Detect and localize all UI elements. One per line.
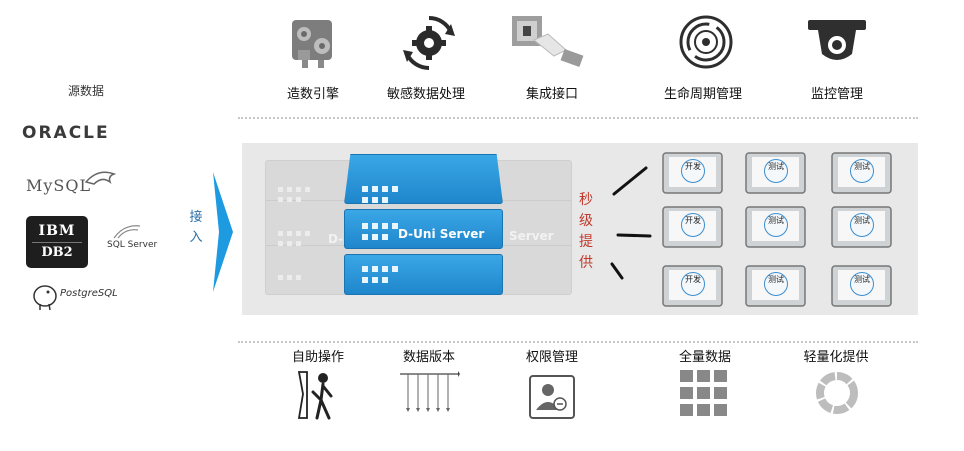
grid-data-icon xyxy=(680,370,730,424)
mysql-logo: MySQL xyxy=(26,176,92,195)
provide-label: 秒级提供 xyxy=(579,192,593,271)
bottom-label-full-data: 全量数据 xyxy=(678,350,732,365)
feature-label-engine: 造数引擎 xyxy=(286,87,340,102)
server-back-left-text: D- xyxy=(328,232,344,246)
bottom-label-self-service: 自助操作 xyxy=(291,350,345,365)
device-label: 开发 xyxy=(681,272,705,296)
device-r2-c1: 开发 xyxy=(662,206,723,248)
provide-rays xyxy=(610,166,652,280)
self-service-icon xyxy=(295,370,343,426)
access-label: 接入 xyxy=(189,210,203,245)
device-r1-c3: 测试 xyxy=(831,152,892,194)
device-r2-c2: 测试 xyxy=(745,206,806,248)
camera-monitor-icon xyxy=(806,10,870,76)
bottom-label-data-version: 数据版本 xyxy=(402,350,456,365)
postgresql-logo: PostgreSQL xyxy=(60,288,118,299)
device-label: 开发 xyxy=(681,213,705,237)
device-label: 测试 xyxy=(764,272,788,296)
gear-cycle-icon xyxy=(397,10,461,76)
sqlserver-logo: SQL Server xyxy=(107,240,158,250)
engine-icon xyxy=(280,10,344,76)
bottom-label-permission: 权限管理 xyxy=(525,350,579,365)
device-r3-c2: 测试 xyxy=(745,265,806,307)
device-label: 测试 xyxy=(850,159,874,183)
ring-icon xyxy=(814,370,860,420)
feature-label-interface: 集成接口 xyxy=(525,87,579,102)
sqlserver-icon xyxy=(112,222,142,244)
permission-user-icon xyxy=(528,374,576,424)
server-back-right-text: Server xyxy=(509,229,554,243)
device-label: 开发 xyxy=(681,159,705,183)
bottom-label-lightweight: 轻量化提供 xyxy=(803,350,869,365)
device-r3-c1: 开发 xyxy=(662,265,723,307)
device-label: 测试 xyxy=(850,272,874,296)
server-title: D-Uni Server xyxy=(398,227,485,241)
oracle-logo: ORACLE xyxy=(22,123,110,143)
device-r3-c3: 测试 xyxy=(831,265,892,307)
plug-socket-icon xyxy=(508,10,584,76)
dolphin-icon xyxy=(84,168,120,196)
device-r1-c2: 测试 xyxy=(745,152,806,194)
source-data-title: 源数据 xyxy=(68,84,105,98)
bottom-divider xyxy=(238,341,918,343)
db2-text: DB2 xyxy=(32,242,82,260)
device-r1-c1: 开发 xyxy=(662,152,723,194)
feature-label-lifecycle: 生命周期管理 xyxy=(663,87,743,102)
device-label: 测试 xyxy=(764,159,788,183)
feature-label-sensitive: 敏感数据处理 xyxy=(386,87,466,102)
top-divider xyxy=(238,117,918,119)
d-uni-server: D-Uni Server xyxy=(344,154,503,295)
feature-label-monitor: 监控管理 xyxy=(810,87,864,102)
device-label: 测试 xyxy=(764,213,788,237)
concentric-circle-icon xyxy=(674,10,738,76)
access-arrow xyxy=(213,172,235,296)
elephant-icon xyxy=(30,282,60,316)
ibm-db2-logo: IBM DB2 xyxy=(26,216,88,268)
ibm-text: IBM xyxy=(38,223,76,239)
device-label: 测试 xyxy=(850,213,874,237)
device-r2-c3: 测试 xyxy=(831,206,892,248)
version-timeline-icon xyxy=(398,370,460,424)
